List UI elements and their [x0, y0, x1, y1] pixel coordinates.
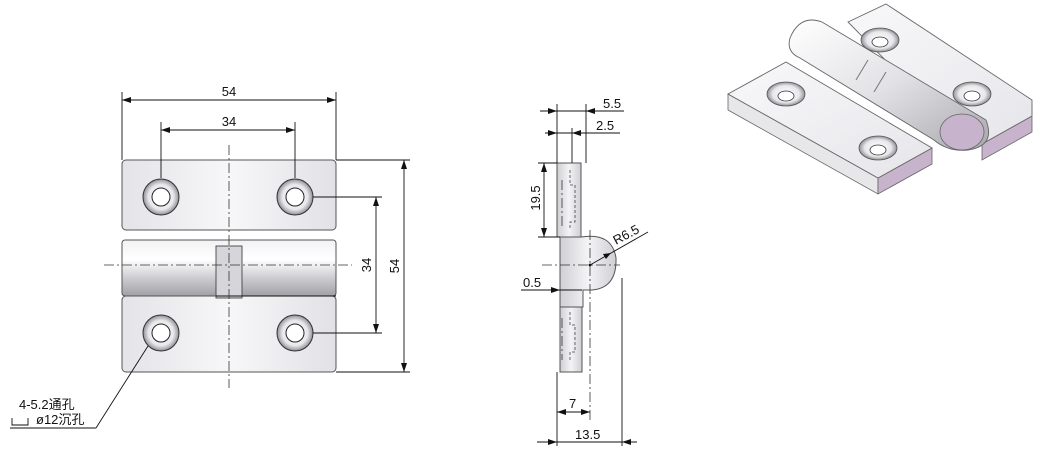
iso-knuckle-end — [939, 113, 985, 151]
side-lower-leaf — [559, 306, 583, 373]
dimension-overall-height: 54 — [336, 159, 410, 373]
side-upper-leaf — [556, 162, 582, 238]
side-knuckle — [559, 235, 617, 308]
dimension-total-depth: 13.5 — [537, 278, 637, 446]
thickness-top-label: 5.5 — [603, 96, 621, 111]
hole-note-counterbore: ø12沉孔 — [36, 412, 84, 427]
iso-hole — [952, 81, 992, 107]
plate-thickness-label: 2.5 — [596, 118, 614, 133]
dimension-overall-width: 54 — [121, 84, 337, 160]
iso-hole — [766, 81, 806, 107]
leaf-offset-label: 19.5 — [528, 185, 543, 210]
mounting-hole — [276, 178, 314, 216]
dimension-gap: 0.5 — [521, 275, 582, 293]
hole-callout: 4-5.2通孔 ø12沉孔 — [10, 345, 149, 429]
mounting-hole — [276, 314, 314, 352]
counterbore-symbol — [11, 418, 29, 426]
hole-spacing-x-label: 34 — [222, 114, 236, 129]
hole-note-through: 4-5.2通孔 — [19, 397, 75, 412]
dimension-leaf-offset: 19.5 — [528, 162, 560, 238]
mounting-hole — [142, 314, 180, 352]
iso-hole — [858, 135, 898, 161]
front-view: 54 34 34 54 — [10, 84, 410, 429]
total-depth-label: 13.5 — [575, 427, 600, 442]
mounting-hole — [142, 178, 180, 216]
overall-height-label: 54 — [387, 259, 402, 273]
iso-knuckle-cylinder — [788, 19, 990, 151]
dimension-hole-spacing-y: 34 — [313, 196, 382, 334]
knuckle-radius-label: R6.5 — [610, 222, 641, 248]
dimension-plate-thickness: 2.5 — [545, 118, 620, 163]
isometric-view — [727, 3, 1033, 195]
knuckle-center-label: 7 — [569, 396, 576, 411]
dimension-thickness-top: 5.5 — [540, 96, 624, 163]
overall-width-label: 54 — [222, 84, 236, 99]
gap-label: 0.5 — [523, 275, 541, 290]
hole-spacing-y-label: 34 — [359, 258, 374, 272]
dimension-knuckle-center: 7 — [556, 372, 590, 446]
side-view: 5.5 2.5 19.5 R6.5 0.5 — [521, 96, 649, 446]
dimension-hole-spacing-x: 34 — [160, 114, 296, 178]
iso-hole — [860, 27, 900, 53]
